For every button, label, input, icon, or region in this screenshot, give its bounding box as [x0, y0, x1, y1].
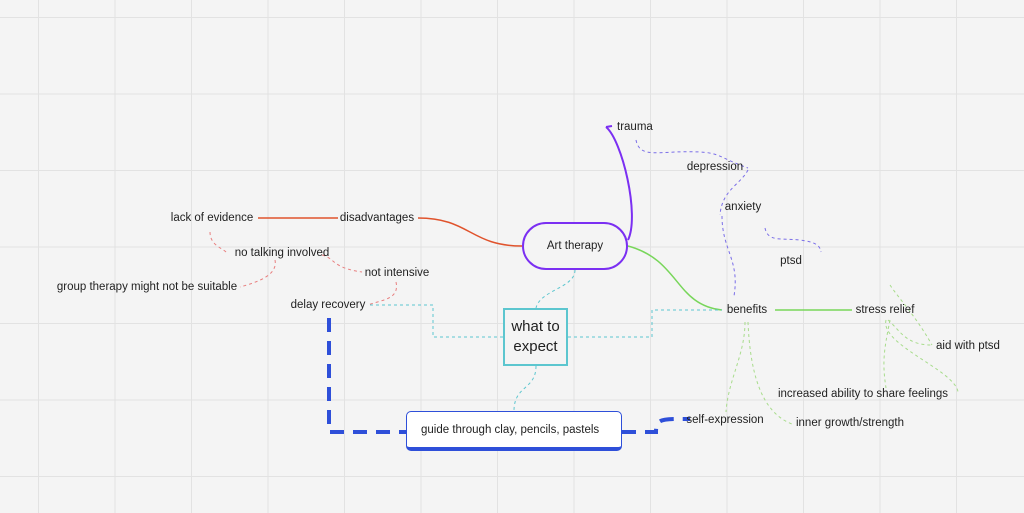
aid-with-ptsd-label[interactable]: aid with ptsd [936, 340, 1000, 352]
edge-trauma-stub [605, 125, 613, 128]
share-feelings-label[interactable]: increased ability to share feelings [777, 388, 949, 400]
edge-stress-share-b [883, 319, 891, 389]
what-to-expect-node[interactable]: what to expect [503, 308, 568, 366]
guide-node[interactable]: guide through clay, pencils, pastels [406, 411, 622, 451]
trauma-label[interactable]: trauma [617, 121, 653, 133]
edge-center-disadvantages [417, 217, 523, 247]
edge-depression-anxiety [719, 169, 749, 216]
edge-benefits-selfexpression [725, 321, 746, 413]
edge-expect-guide [513, 365, 537, 412]
edge-guide-selfexpression [622, 416, 691, 434]
edge-anxiety-ptsd [764, 227, 822, 253]
edge-delay-guide [327, 318, 406, 434]
benefits-label[interactable]: benefits [726, 304, 768, 316]
edge-benefits-growth [747, 321, 793, 425]
edge-center-benefits [627, 245, 723, 311]
delay-recovery-label[interactable]: delay recovery [290, 299, 366, 311]
edge-stress-aid [887, 319, 933, 346]
edge-trauma-depression [635, 139, 749, 169]
no-talking-involved-label[interactable]: no talking involved [234, 247, 330, 259]
depression-label[interactable]: depression [686, 161, 744, 173]
disadvantages-label[interactable]: disadvantages [339, 212, 415, 224]
inner-growth-label[interactable]: inner growth/strength [795, 417, 905, 429]
group-therapy-label[interactable]: group therapy might not be suitable [56, 281, 238, 293]
edge-expect-benefits [568, 309, 722, 338]
edge-stress-share [885, 319, 959, 393]
self-expression-label[interactable]: self-expression [686, 414, 764, 426]
edge-notintensive-delay [367, 281, 397, 306]
anxiety-label[interactable]: anxiety [724, 201, 762, 213]
edge-anxiety-benefits [721, 215, 736, 297]
edge-stress-aid-b [889, 284, 933, 346]
edge-center-trauma [605, 126, 633, 241]
stress-relief-label[interactable]: stress relief [855, 304, 915, 316]
edge-notalking-group [239, 259, 276, 288]
edge-lack-notalking [209, 231, 227, 253]
edge-center-expect [535, 269, 576, 309]
not-intensive-label[interactable]: not intensive [364, 267, 430, 279]
edge-delay-expect [370, 304, 503, 338]
ptsd-label[interactable]: ptsd [780, 255, 802, 267]
edge-notalking-notintensive [321, 254, 363, 273]
lack-of-evidence-label[interactable]: lack of evidence [170, 212, 254, 224]
central-topic-art-therapy[interactable]: Art therapy [522, 222, 628, 270]
